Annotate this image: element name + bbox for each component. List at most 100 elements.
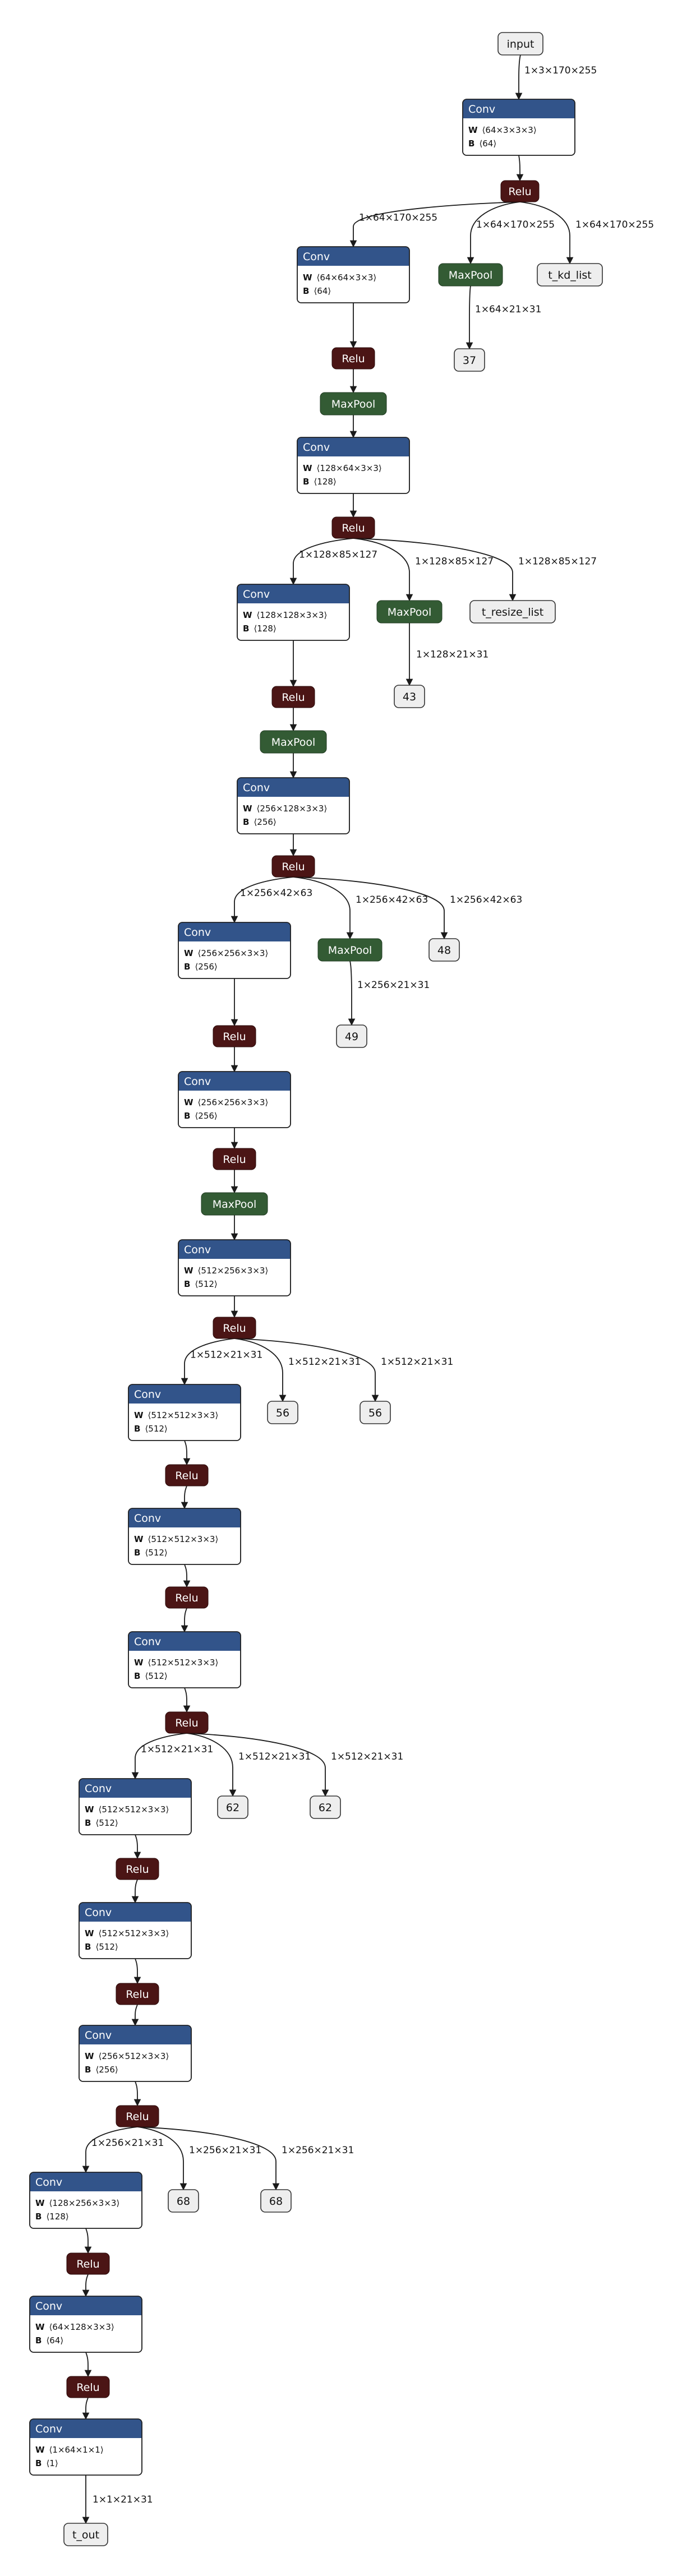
bias-shape: ⟨512⟩: [145, 1548, 167, 1558]
relu-node[interactable]: Relu: [213, 1317, 256, 1339]
conv-node-title: Conv: [85, 1783, 112, 1795]
conv-weight-line: W⟨512×512×3×3⟩: [85, 1928, 169, 1938]
relu-node[interactable]: Relu: [66, 2252, 110, 2275]
weight-key: W: [184, 1266, 193, 1276]
edge-shape-label: 1×512×21×31: [331, 1751, 403, 1762]
maxpool-node[interactable]: MaxPool: [260, 730, 327, 754]
conv-node-header: [178, 1072, 291, 1091]
io-node-label: 37: [463, 354, 476, 367]
maxpool-node[interactable]: MaxPool: [317, 938, 383, 962]
io-node[interactable]: 43: [394, 685, 425, 708]
edge-shape-label: 1×128×85×127: [518, 556, 597, 567]
weight-shape: ⟨128×128×3×3⟩: [257, 610, 328, 620]
relu-node[interactable]: Relu: [331, 516, 375, 539]
bias-key: B: [134, 1424, 140, 1434]
bias-shape: ⟨512⟩: [95, 1942, 118, 1952]
weight-key: W: [184, 948, 193, 958]
conv-node-header: [79, 1779, 191, 1798]
edge-relu11-out62a: [186, 1733, 237, 1797]
relu-node[interactable]: Relu: [331, 347, 375, 370]
weight-shape: ⟨128×64×3×3⟩: [317, 463, 382, 473]
edge-shape-label: 1×256×21×31: [189, 2145, 261, 2156]
io-node-label: t_resize_list: [482, 606, 543, 618]
relu-node[interactable]: Relu: [165, 1586, 209, 1609]
edge-relu10-conv11: [181, 1608, 188, 1633]
io-node[interactable]: 62: [310, 1795, 341, 1819]
edge-relu14-out68b: [137, 2126, 280, 2191]
conv-node-header: [297, 247, 409, 266]
relu-node[interactable]: Relu: [271, 855, 315, 878]
bias-shape: ⟨256⟩: [195, 962, 217, 972]
relu-node[interactable]: Relu: [213, 1148, 256, 1170]
conv-weight-line: W⟨128×256×3×3⟩: [35, 2198, 119, 2208]
maxpool-node-box: [260, 730, 327, 754]
edge-relu12-conv13: [131, 1879, 139, 1904]
io-node[interactable]: 37: [454, 348, 485, 372]
relu-node-label: Relu: [342, 522, 365, 534]
relu-node[interactable]: Relu: [116, 2105, 159, 2127]
maxpool-node[interactable]: MaxPool: [201, 1192, 268, 1216]
relu-node-box: [500, 180, 540, 202]
io-node[interactable]: t_out: [63, 2523, 108, 2546]
conv-node-header: [237, 778, 349, 797]
conv-bias-line: B⟨512⟩: [184, 1279, 218, 1289]
weight-key: W: [134, 1534, 144, 1544]
edge-conv15-relu15: [84, 2228, 92, 2254]
maxpool-node[interactable]: MaxPool: [376, 600, 443, 624]
conv-node-header: [128, 1508, 241, 1527]
weight-key: W: [243, 804, 252, 814]
io-node[interactable]: 56: [267, 1401, 298, 1424]
conv-node-border: [128, 1631, 241, 1688]
conv-node-title: Conv: [134, 1388, 161, 1401]
io-node[interactable]: 62: [217, 1795, 248, 1819]
edge-relu13-conv14: [131, 2004, 139, 2026]
io-node[interactable]: 49: [336, 1024, 367, 1048]
conv-node-border: [29, 2296, 142, 2353]
relu-node-box: [213, 1317, 256, 1339]
relu-node[interactable]: Relu: [213, 1025, 256, 1047]
maxpool-node-label: MaxPool: [328, 944, 372, 957]
io-node[interactable]: 56: [360, 1401, 391, 1424]
io-node[interactable]: input: [497, 32, 543, 56]
io-node[interactable]: 48: [428, 938, 460, 962]
weight-shape: ⟨256×256×3×3⟩: [198, 1097, 269, 1107]
relu-node[interactable]: Relu: [66, 2376, 110, 2398]
conv-node-title: Conv: [184, 1244, 211, 1256]
node-layer: inputConvW⟨64×3×3×3⟩B⟨64⟩Relut_kd_listMa…: [29, 32, 603, 2546]
maxpool-node-box: [201, 1192, 268, 1216]
relu-node[interactable]: Relu: [116, 1983, 159, 2005]
maxpool-node[interactable]: MaxPool: [438, 263, 503, 287]
relu-node[interactable]: Relu: [500, 180, 540, 202]
relu-node-box: [271, 855, 315, 878]
conv-node-border: [79, 2025, 192, 2082]
conv-bias-line: B⟨128⟩: [303, 477, 337, 487]
relu-node[interactable]: Relu: [116, 1858, 159, 1880]
io-node[interactable]: 68: [260, 2189, 292, 2213]
relu-node[interactable]: Relu: [271, 686, 315, 708]
io-node[interactable]: 68: [168, 2189, 199, 2213]
relu-node[interactable]: Relu: [165, 1711, 209, 1734]
conv-node-header: [237, 584, 349, 603]
io-node[interactable]: t_kd_list: [537, 263, 603, 287]
relu-node[interactable]: Relu: [165, 1464, 209, 1486]
relu-node-label: Relu: [175, 1717, 198, 1729]
maxpool-node[interactable]: MaxPool: [320, 392, 387, 416]
io-node[interactable]: t_resize_list: [469, 600, 556, 624]
